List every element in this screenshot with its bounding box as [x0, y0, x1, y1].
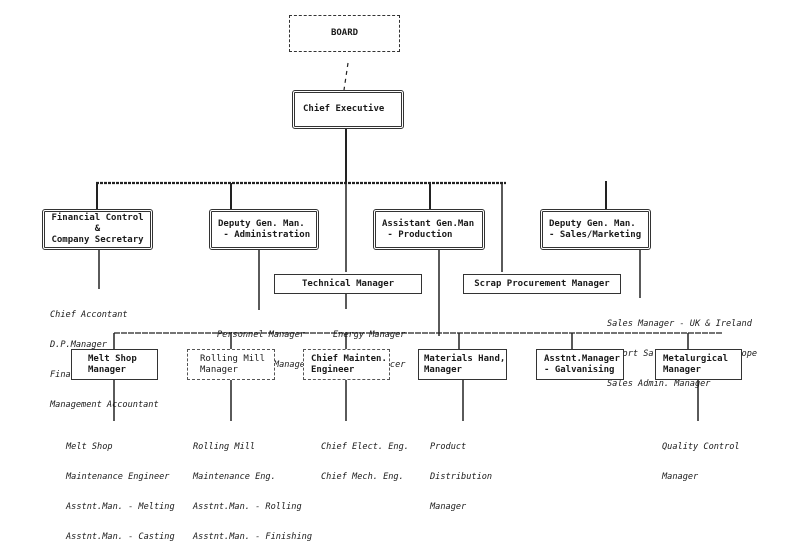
box-line: Materials Hand,	[424, 353, 506, 364]
chief-mainten-reports: Chief Elect. Eng. Chief Mech. Eng.	[321, 422, 409, 492]
box-line: Company Secretary	[51, 235, 144, 245]
financial-control-box: Financial Control & Company Secretary	[42, 209, 153, 250]
ceo-box: Chief Executive	[292, 90, 404, 129]
box-line: - Production	[382, 229, 453, 240]
rolling-mill-reports: Rolling Mill Maintenance Eng. Asstnt.Man…	[193, 422, 312, 552]
box-line: &	[94, 224, 101, 234]
report-item: Asstnt.Man. - Rolling	[193, 502, 302, 512]
metalurgical-box: Metalurgical Manager	[655, 349, 742, 380]
box-line: - Sales/Marketing	[549, 229, 642, 240]
materials-hand-box: Materials Hand, Manager	[418, 349, 507, 380]
report-item: Quality Control	[662, 442, 740, 452]
report-item: Energy Manager	[333, 330, 406, 340]
report-item: Manager	[430, 502, 467, 512]
report-item: Chief Elect. Eng.	[321, 442, 409, 452]
box-line: Manager	[663, 364, 701, 375]
report-item: Asstnt.Man. - Finishing	[193, 532, 312, 542]
report-item: Sales Manager - UK & Ireland	[607, 319, 752, 329]
technical-manager-box: Technical Manager	[274, 274, 422, 294]
chief-mainten-box: Chief Mainten. Engineer	[303, 349, 390, 380]
report-item: D.P.Manager	[50, 340, 107, 350]
box-line: Asstnt.Manager	[544, 353, 620, 364]
report-item: Asstnt.Man. - Casting	[66, 532, 175, 542]
report-item: Maintenance Engineer	[66, 472, 170, 482]
rolling-mill-box: Rolling Mill Manager	[187, 349, 275, 380]
technical-label: Technical Manager	[301, 278, 395, 289]
materials-reports: Product Distribution Manager	[430, 422, 492, 522]
box-line: Financial Control	[51, 213, 144, 223]
report-item: Melt Shop	[66, 442, 113, 452]
report-item: Manager	[662, 472, 699, 482]
box-line: Deputy Gen. Man.	[549, 218, 636, 229]
board-label: BOARD	[330, 28, 359, 38]
box-line: Assistant Gen.Man	[382, 218, 475, 229]
report-item: Rolling Mill	[193, 442, 256, 452]
box-line: Rolling Mill	[200, 353, 266, 364]
report-item: Chief Mech. Eng.	[321, 472, 404, 482]
box-line: - Galvanising	[544, 364, 615, 375]
report-item: Asstnt.Man. - Melting	[66, 502, 175, 512]
melt-shop-box: Melt Shop Manager	[71, 349, 158, 380]
box-line: Manager	[88, 364, 126, 375]
report-item: Maintenance Eng.	[193, 472, 276, 482]
deputy-admin-box: Deputy Gen. Man. - Administration	[209, 209, 319, 250]
box-line: Metalurgical	[663, 353, 729, 364]
assistant-production-box: Assistant Gen.Man - Production	[373, 209, 485, 250]
scrap-procurement-box: Scrap Procurement Manager	[463, 274, 621, 294]
metalurgical-reports: Quality Control Manager	[662, 422, 740, 492]
deputy-sales-box: Deputy Gen. Man. - Sales/Marketing	[540, 209, 651, 250]
ceo-label: Chief Executive	[303, 104, 385, 114]
report-item: Personnel Manager	[217, 330, 305, 340]
box-line: Manager	[200, 364, 238, 375]
report-item: Management Accountant	[50, 400, 159, 410]
org-chart-connectors	[96, 62, 723, 421]
board-box: BOARD	[289, 15, 400, 52]
scrap-label: Scrap Procurement Manager	[474, 278, 610, 289]
report-item: Chief Accontant	[50, 310, 128, 320]
box-line: Deputy Gen. Man.	[218, 218, 305, 229]
box-line: Manager	[424, 364, 462, 375]
report-item: Sales Admin. Manager	[607, 379, 711, 389]
box-line: Engineer	[311, 364, 355, 375]
box-line: - Administration	[218, 229, 311, 240]
galvanising-box: Asstnt.Manager - Galvanising	[536, 349, 624, 380]
report-item: Product	[430, 442, 467, 452]
box-line: Melt Shop	[88, 353, 137, 364]
board-ceo-link	[343, 62, 349, 91]
report-item: Distribution	[430, 472, 493, 482]
box-line: Chief Mainten.	[311, 353, 387, 364]
melt-shop-reports: Melt Shop Maintenance Engineer Asstnt.Ma…	[66, 422, 175, 552]
